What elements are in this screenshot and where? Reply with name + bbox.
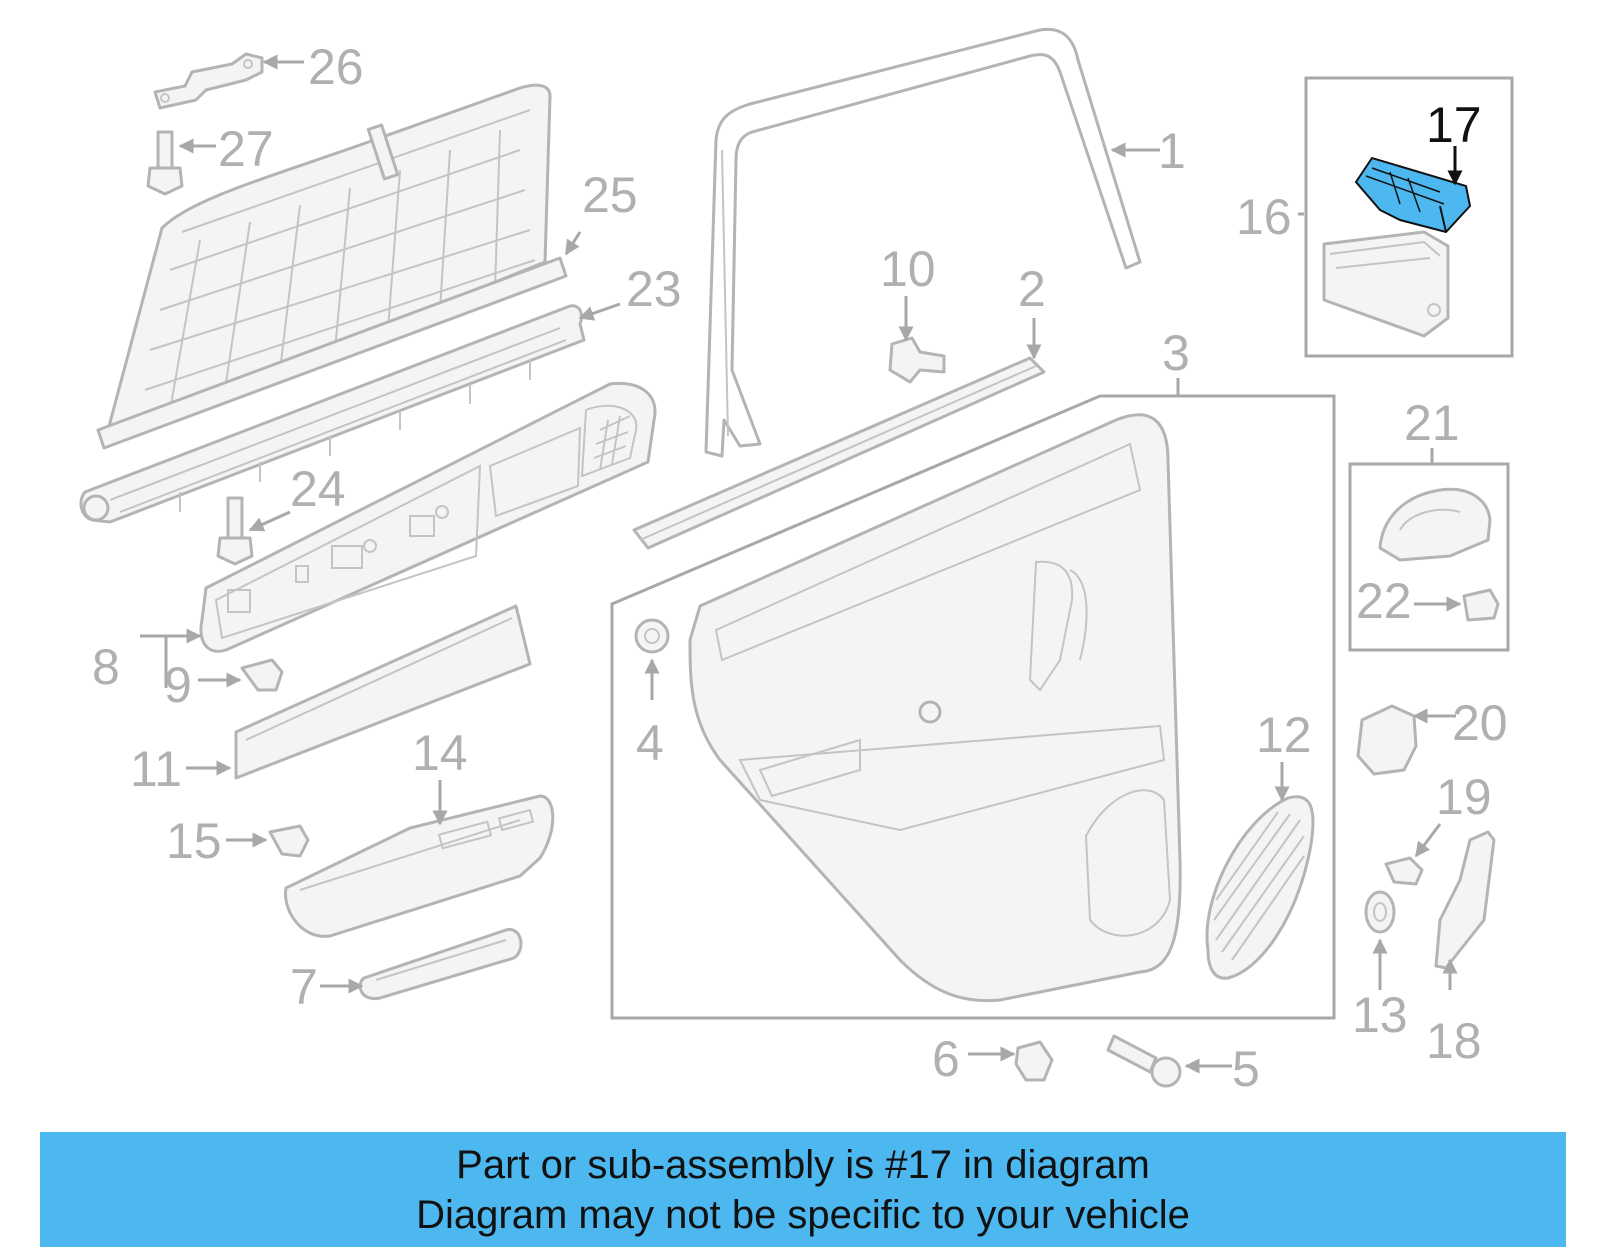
- part-27-bolt: [146, 130, 184, 196]
- callout-6: 6: [932, 1031, 960, 1087]
- part-8-switch-panel: [199, 381, 657, 653]
- part-24-bolt: [216, 496, 254, 566]
- callout-3: 3: [1162, 325, 1190, 381]
- part-16-module-box: [1304, 76, 1514, 358]
- part-5-screw: [1106, 1034, 1182, 1088]
- callout-18: 18: [1426, 1013, 1482, 1069]
- callout-11: 11: [130, 741, 182, 797]
- callout-17: 17: [1426, 97, 1482, 153]
- part-11-trim-strip: [234, 604, 532, 780]
- callout-27: 27: [218, 121, 274, 177]
- part-7-bezel: [358, 928, 523, 1001]
- callout-2: 2: [1018, 261, 1046, 317]
- part-25-sunshade: [96, 83, 568, 450]
- part-17-highlighted: [1354, 156, 1472, 234]
- callout-10: 10: [880, 241, 936, 297]
- callout-14: 14: [412, 725, 468, 781]
- part-23-rail: [79, 304, 586, 524]
- callout-labels: 1 2 3 4 5 6 7 8 9 10 11 12 13 14 15 16 1…: [92, 39, 1508, 1097]
- callout-16: 16: [1236, 189, 1292, 245]
- part-9-clip: [240, 658, 284, 692]
- part-26-bracket: [153, 52, 264, 110]
- callout-9: 9: [164, 657, 192, 713]
- banner-line-part: Part or sub-assembly is #17 in diagram: [456, 1143, 1150, 1187]
- callout-4: 4: [636, 715, 664, 771]
- part-2-belt-strip: [632, 356, 1046, 550]
- part-15-clip: [268, 824, 310, 858]
- callout-5: 5: [1232, 1041, 1260, 1097]
- part-14-armrest: [283, 794, 555, 938]
- part-4-pushpin: [634, 618, 670, 654]
- part-13-cap: [1364, 890, 1396, 934]
- part-20-switch: [1356, 704, 1418, 776]
- callout-21: 21: [1404, 395, 1460, 451]
- callout-12: 12: [1256, 707, 1312, 763]
- part-1-run-channel: [704, 27, 1142, 458]
- callout-15: 15: [166, 813, 222, 869]
- part-12-speaker-grille: [1205, 795, 1315, 980]
- callout-25: 25: [582, 167, 638, 223]
- callout-22: 22: [1356, 573, 1412, 629]
- callout-7: 7: [290, 959, 318, 1015]
- part-18-trim: [1434, 830, 1496, 970]
- callout-20: 20: [1452, 695, 1508, 751]
- info-banner: Part or sub-assembly is #17 in diagram D…: [40, 1132, 1566, 1247]
- part-10-pushpin: [888, 336, 946, 384]
- callout-19: 19: [1436, 769, 1492, 825]
- callout-26: 26: [308, 39, 364, 95]
- part-3-door-panel: [610, 378, 1336, 1020]
- part-6-pushpin: [1014, 1040, 1054, 1082]
- callout-8: 8: [92, 639, 120, 695]
- callout-1: 1: [1158, 123, 1186, 179]
- callout-23: 23: [626, 261, 682, 317]
- part-21-handle-box: [1348, 462, 1510, 652]
- part-19-clip: [1384, 856, 1424, 886]
- leader-lines: [140, 54, 1463, 1074]
- callout-13: 13: [1352, 987, 1408, 1043]
- callout-24: 24: [290, 461, 346, 517]
- banner-line-disclaimer: Diagram may not be specific to your vehi…: [416, 1193, 1190, 1237]
